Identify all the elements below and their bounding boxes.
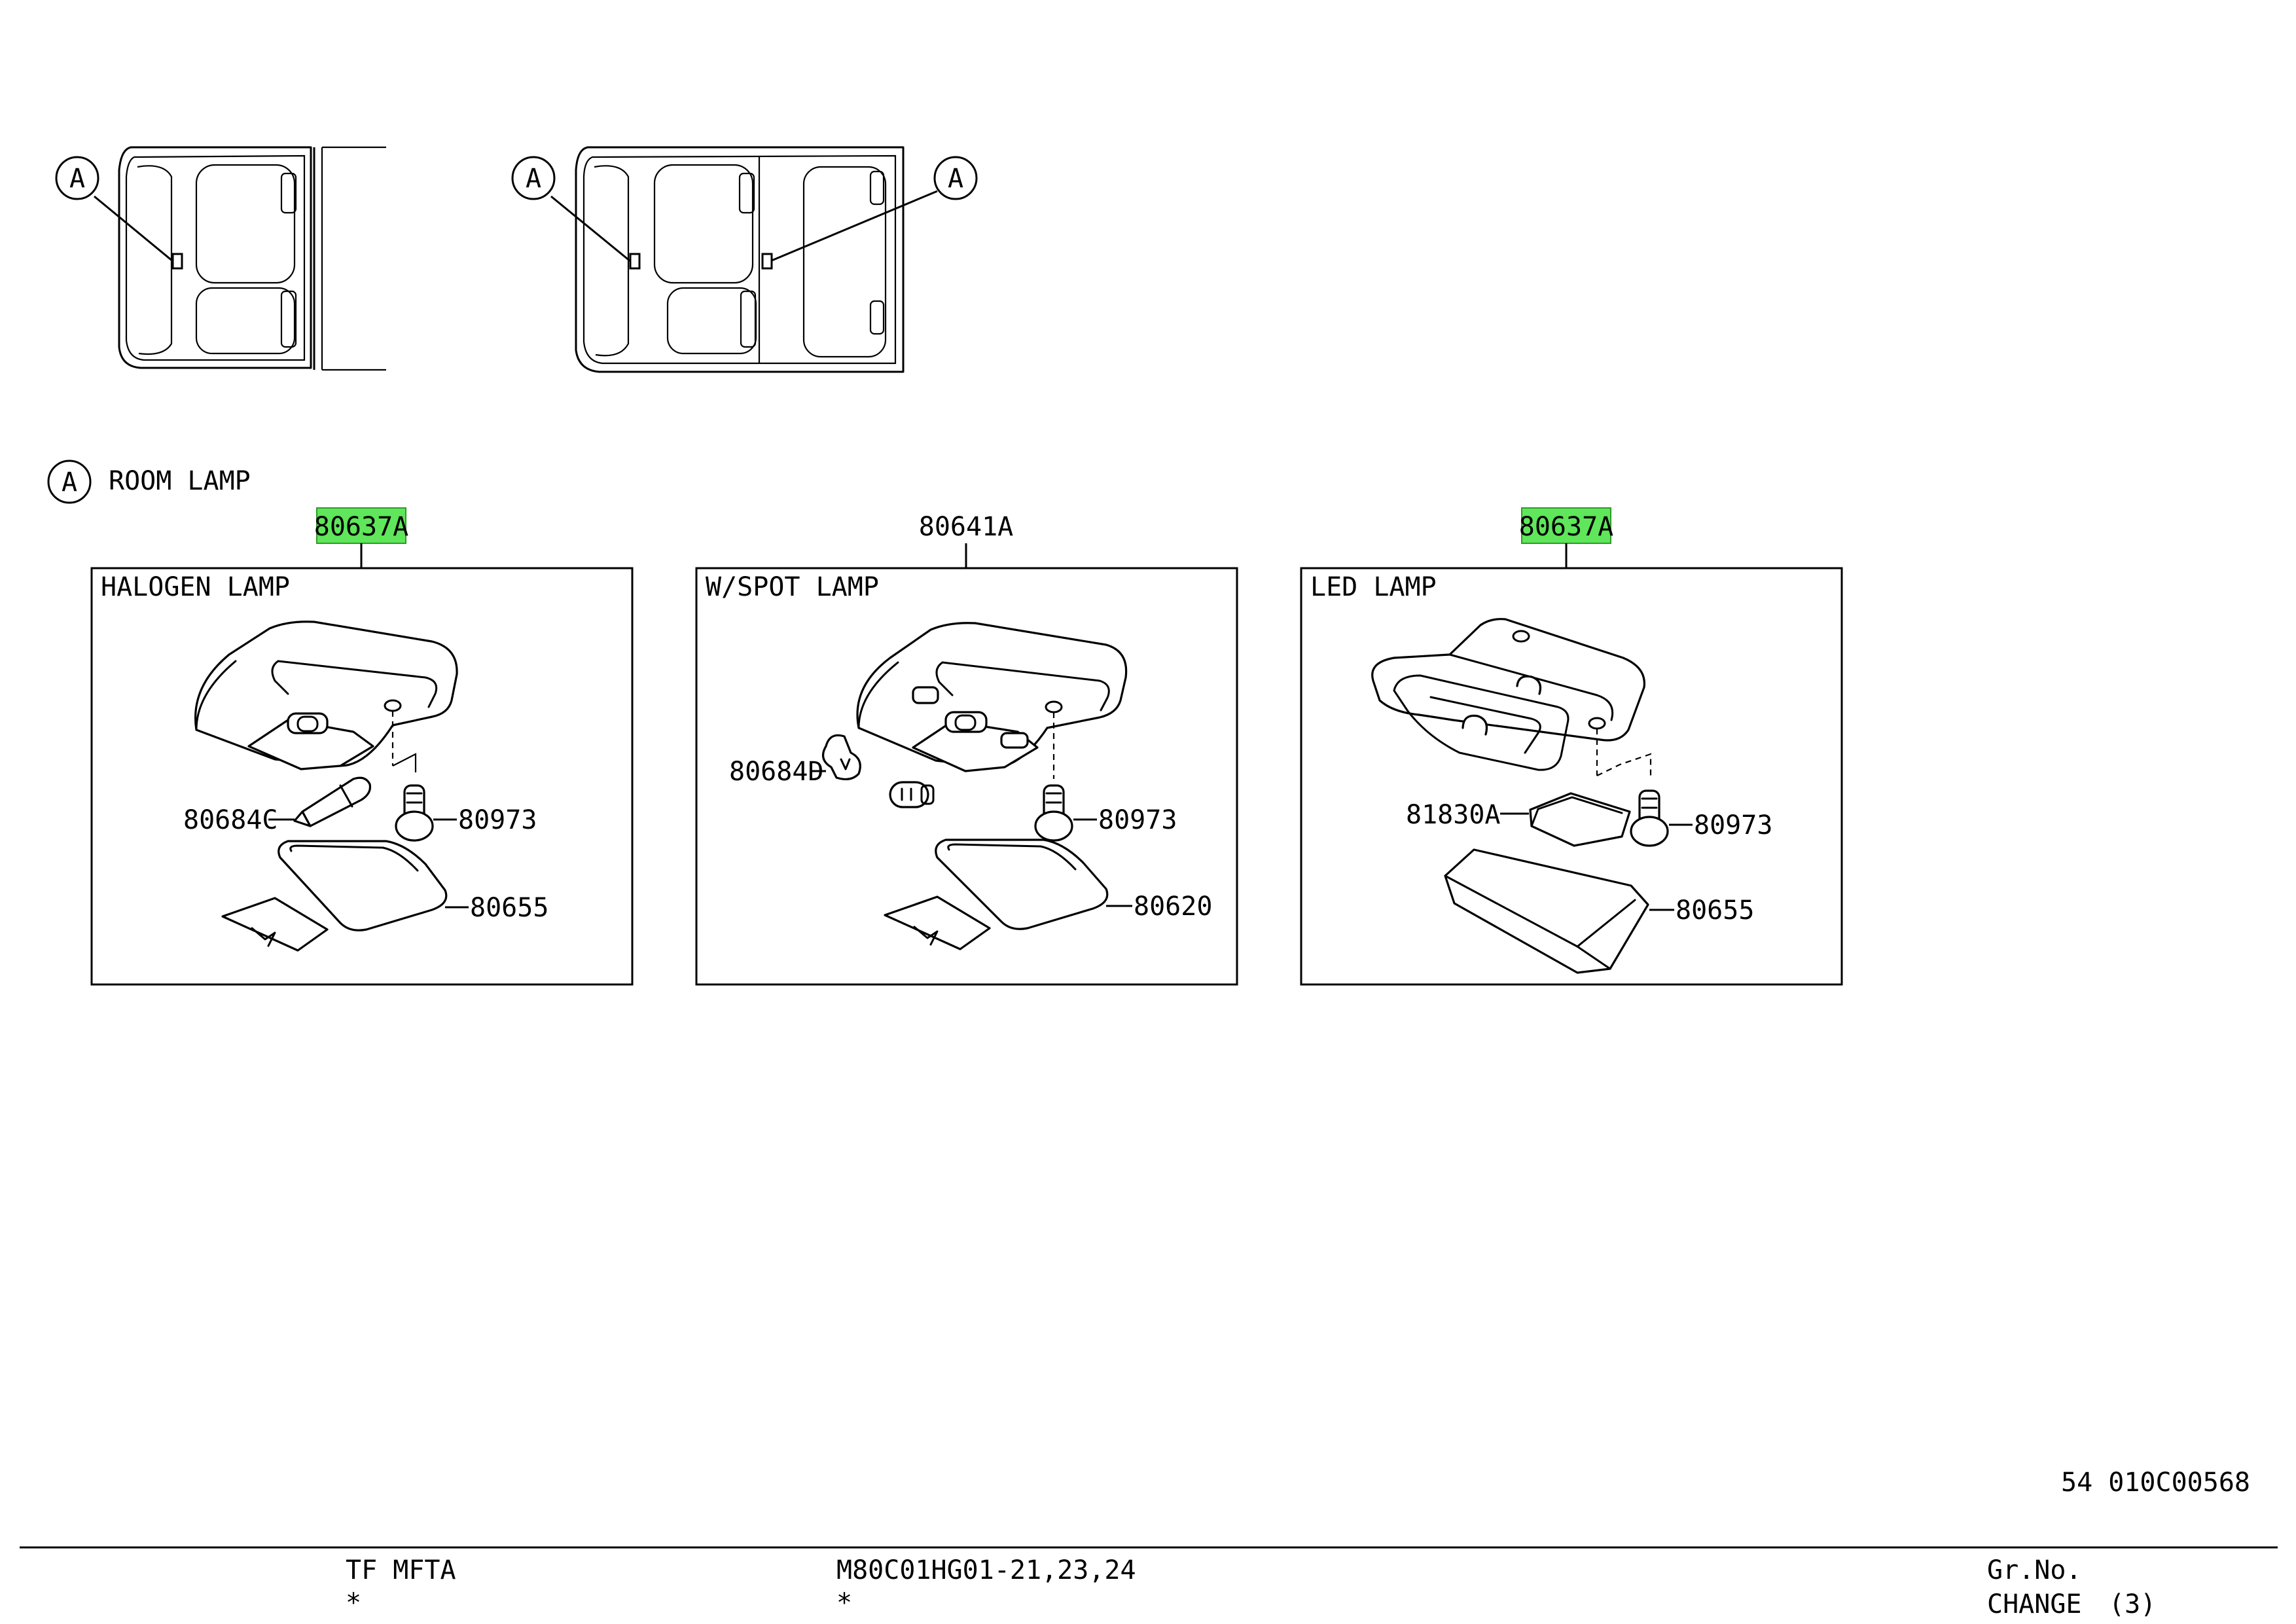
footer-group-number-label: Gr.No. [1987, 1555, 2082, 1585]
part-number-lens[interactable]: 80620 [1134, 892, 1212, 922]
lamp-lens [935, 839, 1109, 930]
part-number-clip[interactable]: 80973 [1098, 805, 1177, 835]
vehicle-top-view-extended: A A [511, 146, 978, 373]
lamp-housing [856, 622, 1128, 772]
footer-model-mark: * [346, 1588, 361, 1618]
part-number-clip[interactable]: 80973 [458, 805, 537, 835]
lamp-housing [194, 621, 458, 770]
part-number-bulb[interactable]: 80684C [183, 805, 278, 835]
figure-code: 54 010C00568 [2061, 1468, 2250, 1498]
assembly-number[interactable]: 80637A [314, 512, 409, 542]
assembly-number[interactable]: 80637A [1519, 512, 1614, 542]
callout-circle [55, 156, 99, 200]
led-unit [1529, 792, 1631, 847]
clip-fastener [1034, 784, 1073, 842]
footer-change-number: (3) [2109, 1589, 2156, 1619]
callout-letter: A [948, 164, 963, 194]
lamp-housing [1371, 618, 1645, 771]
footer-model: TF MFTA [346, 1555, 456, 1585]
footer-spec: M80C01HG01-21,23,24 [836, 1555, 1136, 1585]
clip-fastener [395, 784, 434, 842]
room-lamp-location-marker-front [629, 253, 641, 270]
legend-title: ROOM LAMP [109, 466, 251, 496]
clip-fastener [1630, 789, 1669, 847]
panel-frame [90, 567, 634, 986]
room-lamp-location-marker [171, 253, 183, 270]
callout-letter: A [526, 164, 541, 194]
part-number-lens[interactable]: 80655 [1676, 895, 1754, 926]
room-lamp-location-marker-rear [761, 253, 773, 270]
mounting-bracket [884, 895, 991, 950]
wedge-bulb-spot [821, 734, 861, 781]
callout-letter: A [69, 164, 85, 194]
part-number-bulb[interactable]: 80684D [729, 757, 824, 787]
panel-label: HALOGEN LAMP [101, 572, 290, 602]
part-number-clip[interactable]: 80973 [1694, 810, 1772, 840]
assembly-number-highlight [316, 507, 406, 544]
lamp-lens [278, 840, 448, 931]
legend-callout-circle [47, 460, 92, 504]
vehicle-top-view-cab: A [55, 146, 386, 371]
panel-spot-lamp: 80641A W/SPOT LAMP 8068 [695, 512, 1238, 986]
part-number-lens[interactable]: 80655 [470, 893, 548, 923]
panel-halogen-lamp: 80637A HALOGEN LAMP 80684C [90, 507, 634, 986]
lamp-lens [1444, 848, 1649, 974]
part-number-bulb[interactable]: 81830A [1406, 800, 1501, 830]
footer-change-label: CHANGE [1987, 1589, 2082, 1619]
callout-circle [511, 156, 556, 200]
panel-label: LED LAMP [1310, 572, 1437, 602]
panel-label: W/SPOT LAMP [706, 572, 879, 602]
panel-frame [695, 567, 1238, 986]
legend-callout-letter: A [62, 467, 77, 497]
festoon-bulb [293, 776, 372, 827]
footer-title-block: TF MFTA * M80C01HG01-21,23,24 * Gr.No. C… [20, 1546, 2278, 1619]
legend: A ROOM LAMP [47, 460, 251, 504]
panel-led-lamp: 80637A LED LAMP 81830A [1300, 507, 1843, 986]
mounting-bracket [221, 897, 329, 952]
assembly-number[interactable]: 80641A [919, 512, 1014, 542]
callout-circle [933, 156, 978, 200]
panel-frame [1300, 567, 1843, 986]
footer-spec-mark: * [836, 1588, 852, 1618]
wedge-bulb-room [889, 781, 935, 808]
